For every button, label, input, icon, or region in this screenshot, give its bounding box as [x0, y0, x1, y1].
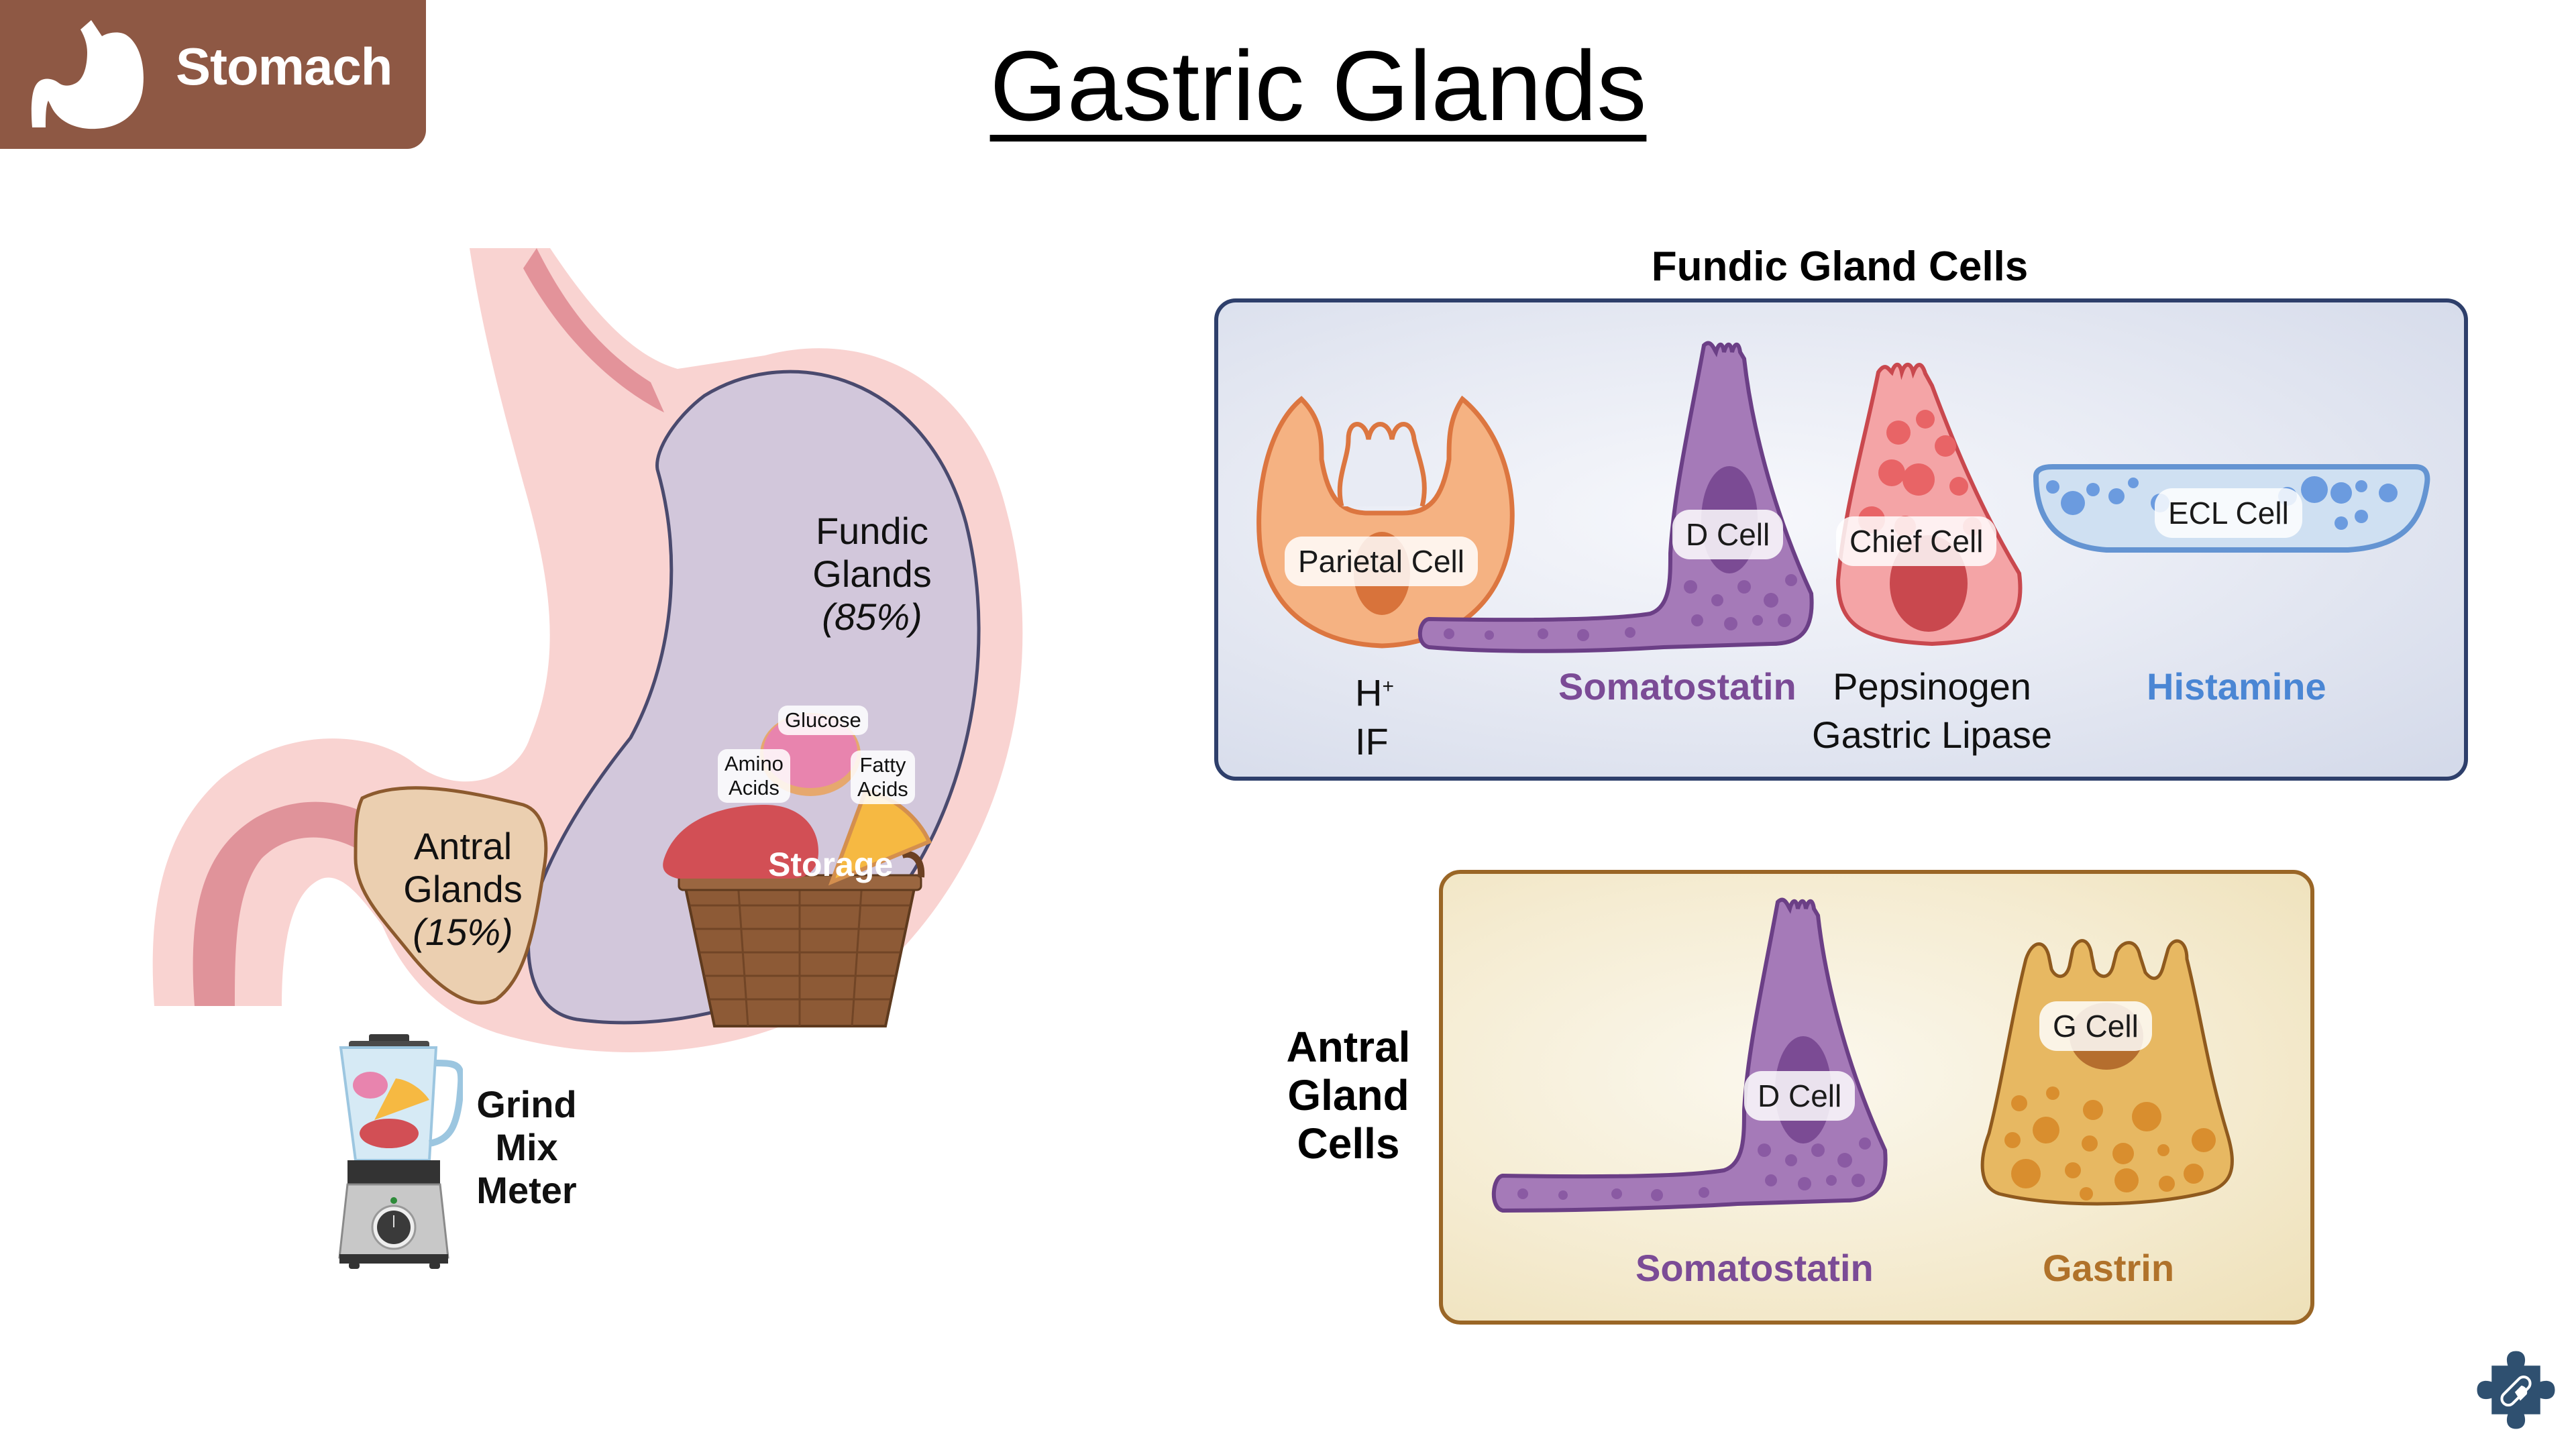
- page-title: Gastric Glands: [989, 31, 1647, 142]
- antral-region: [354, 786, 548, 1005]
- d-cell-antral: [1491, 897, 1888, 1213]
- amino-acids-tag: Amino Acids: [718, 749, 790, 803]
- d-cell-fundic: [1417, 341, 1814, 653]
- stomach-icon: [31, 20, 144, 129]
- fatty-acids-tag: Fatty Acids: [851, 750, 915, 804]
- steak-icon: [663, 805, 818, 879]
- duodenum: [193, 801, 376, 1006]
- storage-basket: [675, 850, 925, 1027]
- stomach-diagram: [152, 248, 1023, 1052]
- d-cell-secretion-antral: Somatostatin: [1635, 1247, 1874, 1289]
- fundic-panel-heading: Fundic Gland Cells: [1651, 243, 2029, 290]
- g-cell-secretion: Gastrin: [2043, 1247, 2175, 1289]
- d-cell-secretion-fundic: Somatostatin: [1558, 665, 1796, 708]
- antral-panel-heading: Antral Gland Cells: [1286, 1023, 1411, 1168]
- chief-cell-tag: Chief Cell: [1836, 516, 1997, 566]
- badge-label: Stomach: [176, 37, 392, 96]
- ecl-cell-tag: ECL Cell: [2155, 488, 2302, 538]
- fundic-glands-label: Fundic Glands (85%): [812, 510, 932, 638]
- esophagus: [523, 248, 664, 412]
- chief-secretions: Pepsinogen Gastric Lipase: [1812, 665, 2052, 756]
- d-cell-antral-tag: D Cell: [1744, 1071, 1856, 1121]
- g-cell: [1980, 939, 2234, 1206]
- chief-cell: [1835, 362, 2023, 647]
- ecl-secretion: Histamine: [2147, 665, 2326, 708]
- parietal-secretions: H+ IF: [1355, 671, 1394, 763]
- storage-label: Storage: [768, 846, 894, 883]
- parietal-cell-tag: Parietal Cell: [1285, 537, 1478, 586]
- grind-mix-meter-label: Grind Mix Meter: [476, 1083, 577, 1211]
- blender-icon: [338, 1034, 463, 1269]
- antral-glands-label: Antral Glands (15%): [403, 825, 523, 953]
- g-cell-tag: G Cell: [2039, 1001, 2152, 1051]
- d-cell-fundic-tag: D Cell: [1672, 510, 1784, 559]
- glucose-tag: Glucose: [778, 706, 868, 735]
- puzzle-pill-icon[interactable]: [2467, 1341, 2565, 1439]
